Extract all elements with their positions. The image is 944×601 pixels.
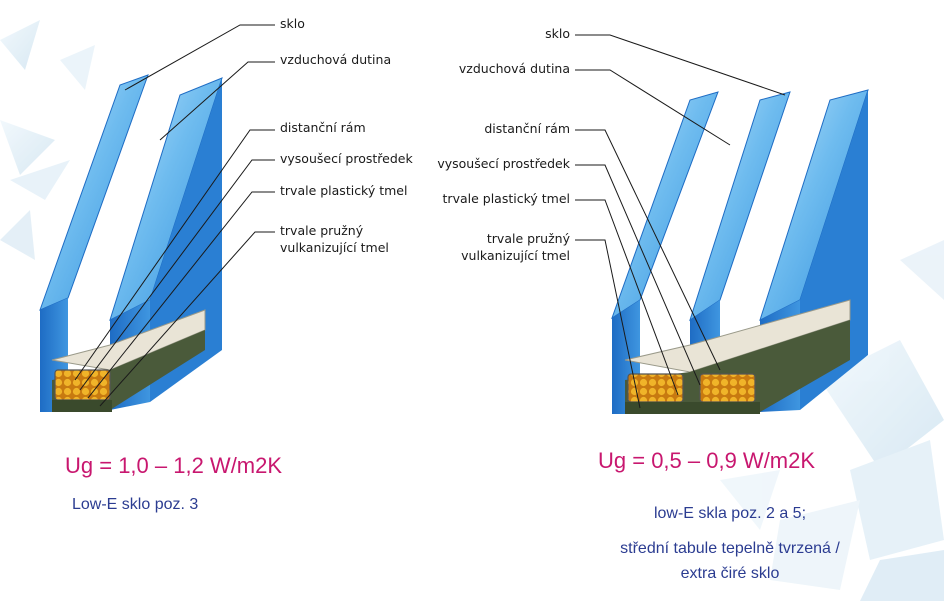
note-double: Low-E sklo poz. 3	[72, 496, 199, 513]
double-glazing-unit	[39, 74, 223, 412]
note-triple-line1: low-E skla poz. 2 a 5;	[653, 505, 807, 522]
right-leader-lines	[575, 34, 786, 409]
label-glass: sklo	[280, 16, 305, 31]
triple-glazing-unit	[611, 89, 869, 414]
label-air-cavity: vzduchová dutina	[280, 52, 392, 67]
label-plastic-sealant: trvale plastický tmel	[442, 191, 570, 206]
label-desiccant: vysoušecí prostředek	[437, 156, 570, 171]
label-plastic-sealant: trvale plastický tmel	[280, 183, 408, 198]
label-vulcanizing: vulkanizující tmel	[461, 248, 570, 263]
note-triple-line3: extra čiré sklo	[680, 565, 780, 582]
ug-value-double: Ug = 1,0 – 1,2 W/m2K	[65, 453, 283, 478]
ice-crystal-decoration	[0, 20, 944, 601]
label-spacer-frame: distanční rám	[280, 120, 366, 135]
note-triple-line2: střední tabule tepelně tvrzená /	[620, 540, 840, 557]
left-leader-lines	[74, 24, 275, 407]
label-spacer-frame: distanční rám	[484, 121, 570, 136]
label-desiccant: vysoušecí prostředek	[280, 151, 413, 166]
label-elastic: trvale pružný	[486, 231, 570, 246]
label-glass: sklo	[545, 26, 570, 41]
label-elastic: trvale pružný	[280, 223, 364, 238]
label-vulcanizing: vulkanizující tmel	[280, 240, 389, 255]
ug-value-triple: Ug = 0,5 – 0,9 W/m2K	[598, 448, 816, 473]
label-air-cavity: vzduchová dutina	[458, 61, 570, 76]
